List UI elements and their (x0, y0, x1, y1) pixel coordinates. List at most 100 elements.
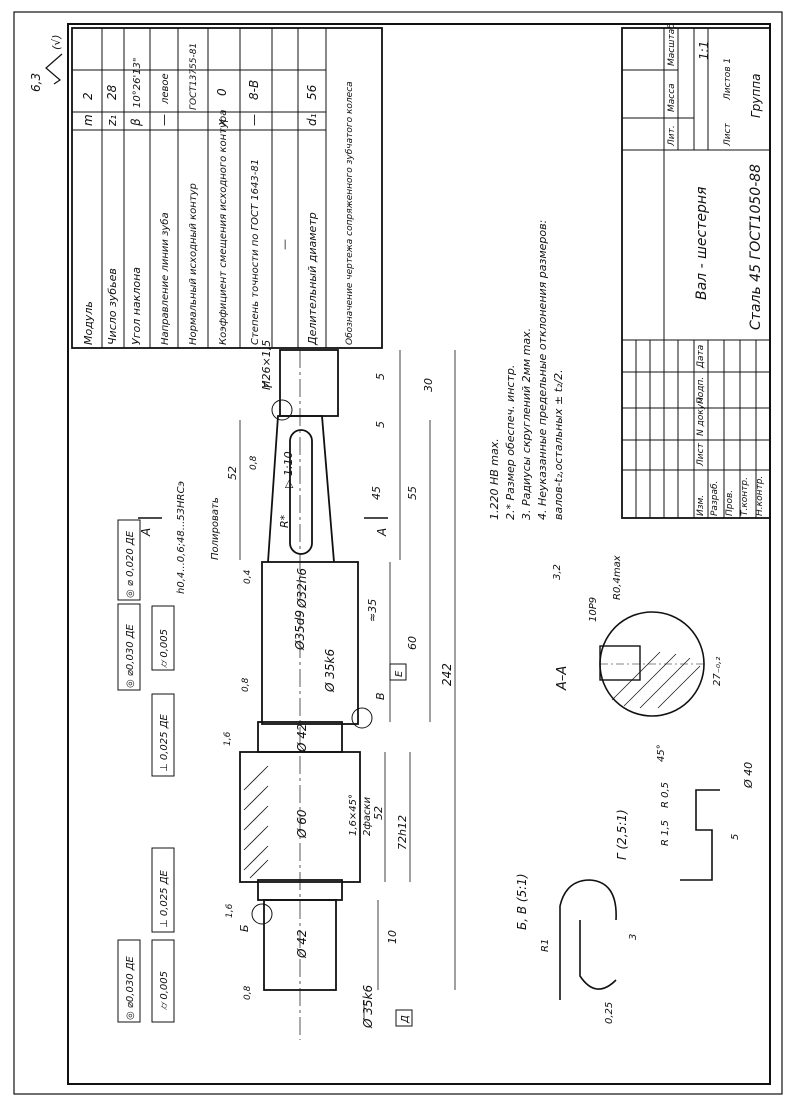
svg-text:Лист: Лист (696, 442, 706, 467)
detail-g: Г (2,5:1) R 1,5 R 0,5 5 Ø 40 45° (615, 744, 755, 881)
dim-d32h6: Ø32h6 (295, 568, 309, 609)
svg-text:R 1,5: R 1,5 (660, 820, 671, 846)
svg-text:Б, В (5:1): Б, В (5:1) (515, 873, 529, 930)
svg-text:2: 2 (81, 92, 95, 100)
svg-text:Подп.: Подп. (696, 377, 706, 404)
dim-5b: 5 (374, 421, 387, 428)
svg-text:Пров.: Пров. (725, 490, 735, 516)
svg-text:1,6: 1,6 (225, 903, 235, 918)
svg-text:левое: левое (160, 73, 171, 105)
dim-72h12: 72h12 (396, 815, 409, 850)
svg-text:◎ ⌀0,030 ДЕ: ◎ ⌀0,030 ДЕ (125, 623, 136, 688)
dim-35: ≈35 (366, 599, 379, 622)
svg-text:5: 5 (730, 834, 741, 840)
svg-text:валов-t₂,остальных ± t₂/2.: валов-t₂,остальных ± t₂/2. (552, 369, 565, 520)
svg-text:3. Радиусы скруглений 2мм max.: 3. Радиусы скруглений 2мм max. (520, 328, 533, 520)
svg-text:m: m (81, 114, 95, 126)
svg-text:⊥ 0,025 ДЕ: ⊥ 0,025 ДЕ (159, 869, 170, 928)
param-name: Делительный диаметр (306, 212, 319, 346)
svg-text:1.220 HB max.: 1.220 HB max. (488, 438, 501, 520)
svg-text:27₋₀,₂: 27₋₀,₂ (712, 657, 723, 686)
svg-text:Ø 40: Ø 40 (742, 762, 755, 789)
dim-30: 30 (422, 378, 435, 392)
svg-text:R1: R1 (540, 939, 551, 952)
detail-b-v: Б, В (5:1) R1 3 0,25 (515, 873, 639, 1024)
dim-chamfer2: 2фаски (362, 796, 373, 836)
tb-group: Группа (749, 74, 763, 118)
svg-text:6,3: 6,3 (29, 73, 43, 92)
svg-text:0,8: 0,8 (249, 455, 259, 470)
svg-text:Б: Б (238, 924, 251, 932)
svg-text:А–А: А–А (555, 666, 570, 691)
tb-mass: Масса (667, 83, 677, 112)
dim-52b: 52 (226, 466, 239, 480)
svg-text:2.* Размер обеспеч. инстр.: 2.* Размер обеспеч. инстр. (504, 365, 517, 520)
svg-text:N докум.: N докум. (696, 394, 706, 436)
svg-text:d₁: d₁ (305, 113, 319, 126)
gear-hatch (243, 765, 269, 879)
tb-lit: Лит. (667, 125, 677, 147)
tb-scale-h: Масштаб (667, 23, 677, 66)
dim-d35d9: Ø35d9 (293, 610, 307, 651)
dim-55: 55 (406, 486, 419, 500)
param-name: Коэффициент смещения исходного контура (218, 110, 229, 345)
svg-text:Т.контр.: Т.контр. (740, 477, 750, 516)
dim-d60: Ø 60 (295, 809, 309, 839)
tb-material: Сталь 45 ГОСТ1050-88 (748, 164, 764, 330)
svg-text:Г: Г (262, 381, 275, 388)
polish-note: Полировать (210, 497, 221, 560)
svg-text:β: β (129, 118, 143, 127)
r-star: R* (278, 514, 291, 528)
svg-text:А: А (375, 528, 389, 537)
svg-text:⌭ 0,005: ⌭ 0,005 (159, 971, 170, 1010)
section-markers: А А Б В Г (138, 381, 389, 932)
param-name: Угол наклона (130, 267, 143, 345)
tolerance-frames: ◎ ⌀0,030 ДЕ ⌭ 0,005 ⊥ 0,025 ДЕ ⊥ 0,025 Д… (117, 519, 413, 1027)
hardness-note: h0,4...0,6;48...53HRCэ (176, 481, 187, 594)
technical-notes: 1.220 HB max. 2.* Размер обеспеч. инстр.… (488, 220, 565, 520)
svg-text:z₁: z₁ (105, 115, 119, 127)
param-name: Обозначение чертежа сопряженного зубчато… (345, 81, 355, 345)
svg-text:Дата: Дата (696, 345, 706, 369)
tb-part-name: Вал - шестерня (694, 187, 710, 300)
param-name: Число зубьев (106, 268, 119, 345)
tb-sheets: Листов 1 (723, 58, 733, 101)
svg-text:—: — (247, 114, 261, 126)
svg-text:0,8: 0,8 (241, 677, 251, 692)
dim-10: 10 (386, 930, 399, 944)
svg-text:4. Неуказанные предельные откл: 4. Неуказанные предельные отклонения раз… (536, 220, 549, 520)
svg-text:(√): (√) (50, 34, 63, 50)
params-symbols: m z₁ β — x — d₁ (81, 113, 319, 127)
svg-text:10P9: 10P9 (588, 597, 599, 622)
svg-text:Разраб.: Разраб. (710, 481, 720, 516)
general-roughness-mark: 6,3 (√) (29, 34, 63, 92)
svg-text:Н.контр.: Н.контр. (755, 476, 765, 516)
dim-52a: 52 (372, 806, 385, 820)
dim-d35k6-mid: Ø 35k6 (323, 649, 337, 693)
svg-text:Е: Е (394, 670, 405, 677)
svg-text:R 0,5: R 0,5 (660, 782, 671, 808)
svg-text:0: 0 (215, 88, 229, 96)
svg-text:28: 28 (105, 84, 119, 100)
svg-text:◎ ⌀0,030 ДЕ: ◎ ⌀0,030 ДЕ (125, 955, 136, 1020)
svg-text:x: x (215, 118, 229, 127)
dim-total: 242 (440, 663, 454, 686)
dim-thread: M26×1,5 (260, 340, 273, 390)
svg-text:Д: Д (400, 1015, 411, 1024)
param-name: Модуль (82, 301, 95, 345)
dim-5a: 5 (374, 373, 387, 380)
svg-text:А: А (139, 528, 153, 537)
svg-text:R0,4max: R0,4max (612, 555, 623, 600)
dim-60: 60 (406, 636, 419, 650)
svg-text:1,6: 1,6 (223, 731, 233, 746)
svg-text:Изм.: Изм. (696, 495, 706, 516)
params-values: 2 28 10°26'13" левое ГОСТ13755-81 0 8-В … (81, 43, 319, 110)
dim-d42-left: Ø 42 (295, 929, 309, 959)
svg-text:В: В (374, 692, 387, 700)
svg-text:⌭ 0,005: ⌭ 0,005 (159, 629, 170, 668)
dim-chamfer: 1,6×45° (348, 794, 359, 836)
params-names: Модуль Число зубьев Угол наклона Направл… (82, 81, 355, 346)
svg-text:0,8: 0,8 (243, 985, 253, 1000)
tb-sheet: Лист (723, 122, 733, 147)
